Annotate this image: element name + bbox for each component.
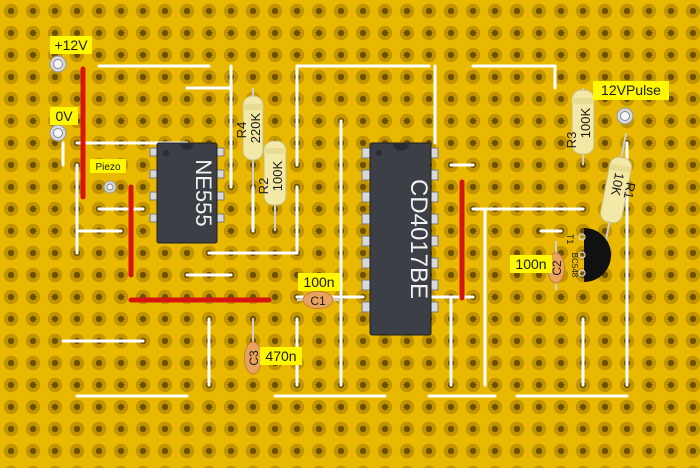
cd4017-label: CD4017BE	[405, 179, 432, 299]
label-c2-value: 100n	[510, 255, 552, 273]
label-piezo-text: Piezo	[95, 162, 120, 173]
label-c2-text: 100n	[515, 256, 546, 272]
c1-body	[302, 291, 334, 309]
transistor-pin	[578, 251, 586, 259]
supply-12v-terminal	[49, 55, 67, 73]
red-wires	[80, 66, 465, 303]
t1-ref: T1	[565, 234, 575, 245]
ne555-label: NE555	[191, 159, 216, 226]
label-12v-text: +12V	[54, 37, 88, 53]
r1-ref: R1	[621, 181, 639, 200]
r3-body	[571, 89, 595, 155]
ne555-chip: NE555	[149, 142, 225, 244]
r4-band	[243, 104, 263, 110]
resistor-r1: 10K R1	[599, 132, 639, 241]
cd4017-chip: CD4017BE	[361, 142, 439, 336]
transistor-pin	[578, 269, 586, 277]
pin1-dot	[163, 150, 169, 156]
label-c1-text: 100n	[303, 274, 334, 290]
r4-value: 220K	[248, 112, 263, 143]
r3-ref: R3	[564, 132, 579, 149]
capacitor-c3: C3	[244, 318, 262, 375]
r4-ref: R4	[234, 122, 249, 139]
label-pulse: 12VPulse	[593, 81, 669, 100]
label-pulse-text: 12VPulse	[601, 82, 661, 98]
pin1-dot	[376, 150, 382, 156]
resistor-r3: R3 100K	[564, 88, 595, 165]
label-c3-text: 470n	[265, 348, 296, 364]
r2-band	[264, 148, 286, 154]
label-0v-text: 0V	[55, 108, 73, 124]
resistor-r4: R4 220K	[234, 88, 264, 187]
r1-value: 10K	[608, 171, 627, 197]
jumper-links	[61, 64, 629, 398]
c1-ref: C1	[310, 294, 326, 308]
r2-ref: R2	[256, 178, 271, 195]
label-c1-value: 100n	[298, 273, 340, 291]
r2-body	[263, 140, 287, 206]
chip-notch	[393, 143, 409, 151]
label-c3-value: 470n	[260, 347, 302, 365]
r1-body	[599, 156, 633, 224]
label-piezo: Piezo	[90, 159, 126, 173]
r2-value: 100K	[270, 160, 285, 191]
piezo-terminal	[103, 180, 117, 194]
resistor-r2: R2 100K	[256, 140, 287, 231]
transistor-t1: T1 BC548	[565, 228, 611, 282]
r4-body	[242, 95, 264, 161]
r3-value: 100K	[578, 107, 593, 138]
t1-body	[584, 228, 611, 282]
pulse-output-terminal	[616, 107, 634, 125]
ground-0v-terminal	[49, 124, 67, 142]
capacitor-c1: C1	[297, 291, 341, 309]
r1-band	[608, 163, 632, 174]
c3-ref: C3	[247, 350, 261, 366]
chip-notch	[180, 143, 194, 150]
label-12v: +12V	[50, 36, 92, 54]
r3-band	[572, 98, 594, 104]
label-0v: 0V	[50, 107, 78, 125]
t1-part: BC548	[570, 253, 579, 278]
transistor-pin	[578, 233, 586, 241]
c2-ref: C2	[550, 260, 564, 276]
